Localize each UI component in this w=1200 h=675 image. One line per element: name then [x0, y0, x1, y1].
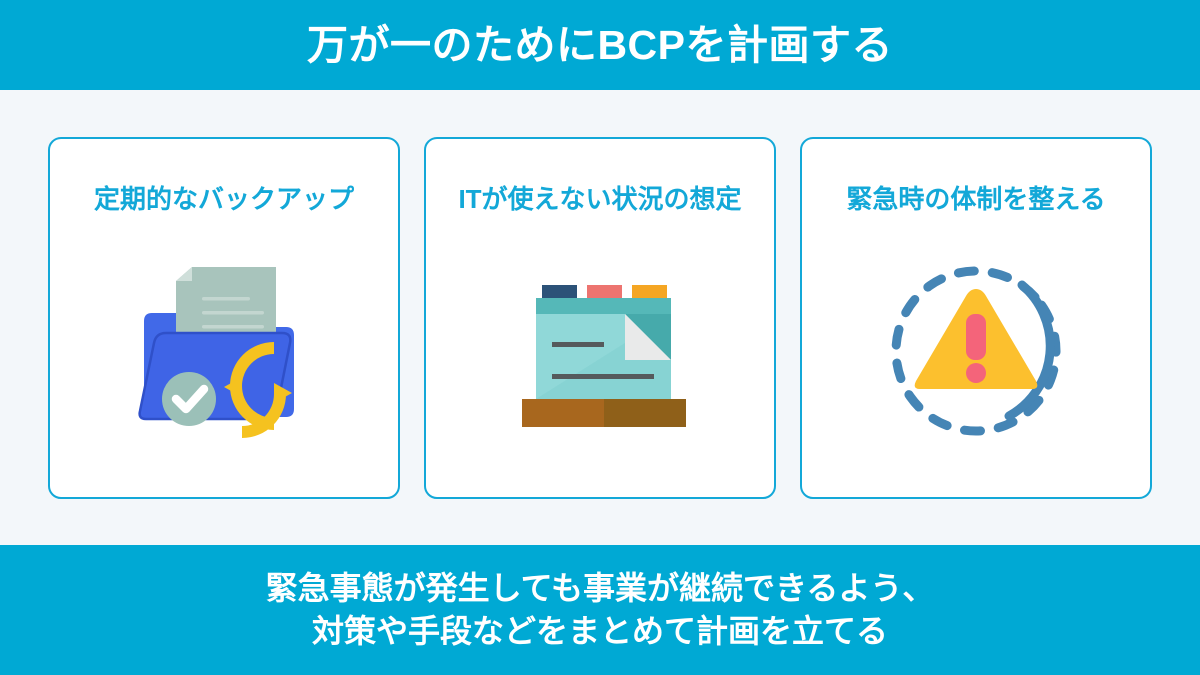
warning-alert-circle-icon: [891, 266, 1061, 436]
card-emergency-structure-title: 緊急時の体制を整える: [846, 183, 1106, 214]
footer-bar: 緊急事態が発生しても事業が継続できるよう、 対策や手段などをまとめて計画を立てる: [0, 545, 1200, 675]
card-backup-icon-wrap: [50, 207, 398, 496]
card-it-unavailable-title: ITが使えない状況の想定: [458, 183, 742, 214]
footer-line-1: 緊急事態が発生しても事業が継続できるよう、: [265, 569, 935, 606]
card-emergency-structure-icon-wrap: [802, 207, 1150, 496]
page-title: 万が一のためにBCPを計画する: [306, 21, 894, 68]
header-bar: 万が一のためにBCPを計画する: [0, 0, 1200, 90]
footer-line-2: 対策や手段などをまとめて計画を立てる: [311, 613, 888, 649]
card-it-unavailable-icon-wrap: [426, 207, 774, 496]
card-backup-title: 定期的なバックアップ: [93, 183, 354, 214]
card-backup[interactable]: 定期的なバックアップ: [48, 136, 400, 499]
card-it-unavailable[interactable]: ITが使えない状況の想定: [424, 136, 776, 499]
folder-backup-sync-icon: [138, 267, 294, 439]
whiteboard-document-icon: [522, 285, 686, 428]
cards-container: 定期的なバックアップ: [0, 90, 1200, 545]
card-emergency-structure[interactable]: 緊急時の体制を整える: [800, 136, 1152, 499]
